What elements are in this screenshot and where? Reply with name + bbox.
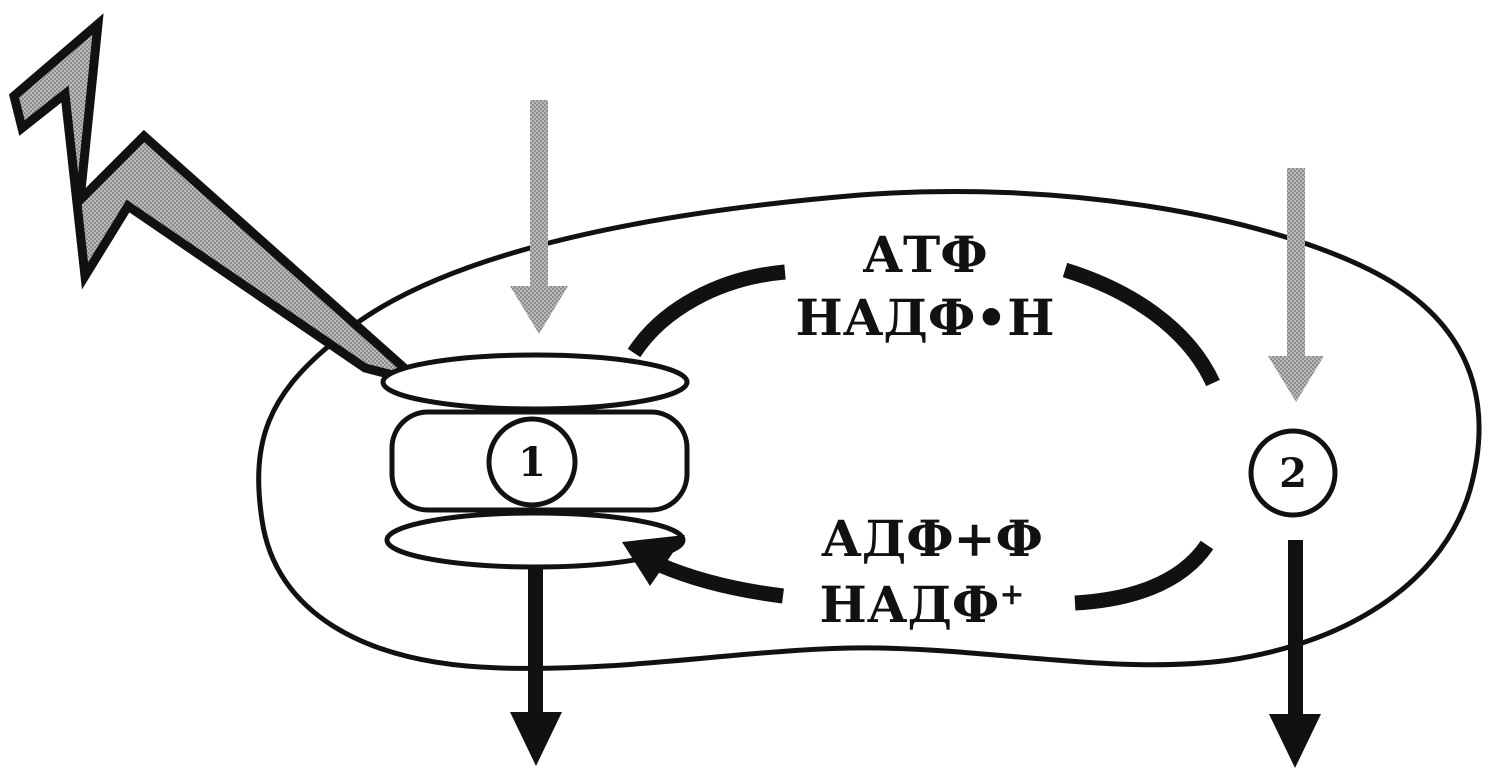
cycle-arrowhead [622, 535, 685, 586]
input-arrow-left [510, 100, 568, 334]
site-2-marker: 2 [1248, 428, 1338, 518]
cycle-curve-bottom-right [1074, 540, 1214, 611]
cycle-curve-bottom-left [657, 558, 784, 604]
grana-disk-bottom [384, 510, 686, 570]
label-nadp-base: НАДФ [820, 575, 1000, 634]
label-nadp: НАДФ+ [820, 575, 1025, 634]
output-arrow-right [1269, 540, 1321, 768]
label-nadp-superscript: + [999, 577, 1024, 612]
marker-1-circle [486, 416, 578, 508]
label-atp: АТФ [862, 225, 987, 284]
label-adp-p: АДФ+Ф [821, 509, 1043, 568]
output-arrow-left [510, 568, 562, 766]
cycle-curve-top-right [1062, 262, 1220, 387]
label-nadph: НАДФ•Н [795, 288, 1054, 347]
grana-disk-top [380, 352, 690, 412]
grana-stack: 1 [380, 352, 690, 570]
marker-1-label: 1 [518, 439, 546, 486]
cycle-curve-top-left [627, 264, 786, 358]
lightning-bolt-icon [8, 13, 423, 387]
input-arrow-right [1268, 168, 1324, 402]
marker-2-label: 2 [1279, 450, 1307, 497]
marker-2-circle [1248, 428, 1338, 518]
